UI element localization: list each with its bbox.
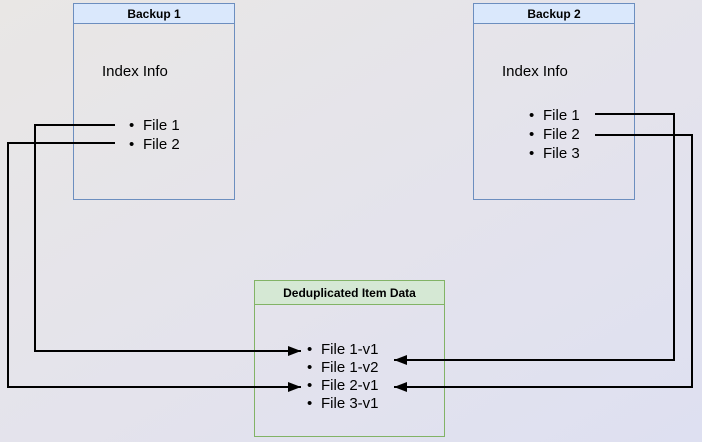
list-item: File 1-v2 bbox=[307, 359, 378, 377]
list-item: File 2 bbox=[529, 125, 580, 144]
node-backup-1-title: Backup 1 bbox=[74, 4, 234, 24]
dedup-item-list: File 1-v1 File 1-v2 File 2-v1 File 3-v1 bbox=[307, 341, 378, 413]
node-deduplicated-item-data-title: Deduplicated Item Data bbox=[255, 281, 444, 305]
backup-1-file-list: File 1 File 2 bbox=[129, 116, 180, 154]
node-backup-2: Backup 2 Index Info File 1 File 2 File 3 bbox=[473, 3, 635, 200]
node-backup-2-title: Backup 2 bbox=[474, 4, 634, 24]
node-backup-1: Backup 1 Index Info File 1 File 2 bbox=[73, 3, 235, 200]
node-backup-1-subtitle: Index Info bbox=[102, 63, 168, 80]
list-item: File 1-v1 bbox=[307, 341, 378, 359]
list-item: File 2-v1 bbox=[307, 377, 378, 395]
list-item: File 3 bbox=[529, 144, 580, 163]
backup-2-file-list: File 1 File 2 File 3 bbox=[529, 106, 580, 163]
list-item: File 1 bbox=[529, 106, 580, 125]
list-item: File 2 bbox=[129, 135, 180, 154]
node-backup-2-subtitle: Index Info bbox=[502, 63, 568, 80]
node-deduplicated-item-data: Deduplicated Item Data File 1-v1 File 1-… bbox=[254, 280, 445, 437]
list-item: File 1 bbox=[129, 116, 180, 135]
list-item: File 3-v1 bbox=[307, 395, 378, 413]
